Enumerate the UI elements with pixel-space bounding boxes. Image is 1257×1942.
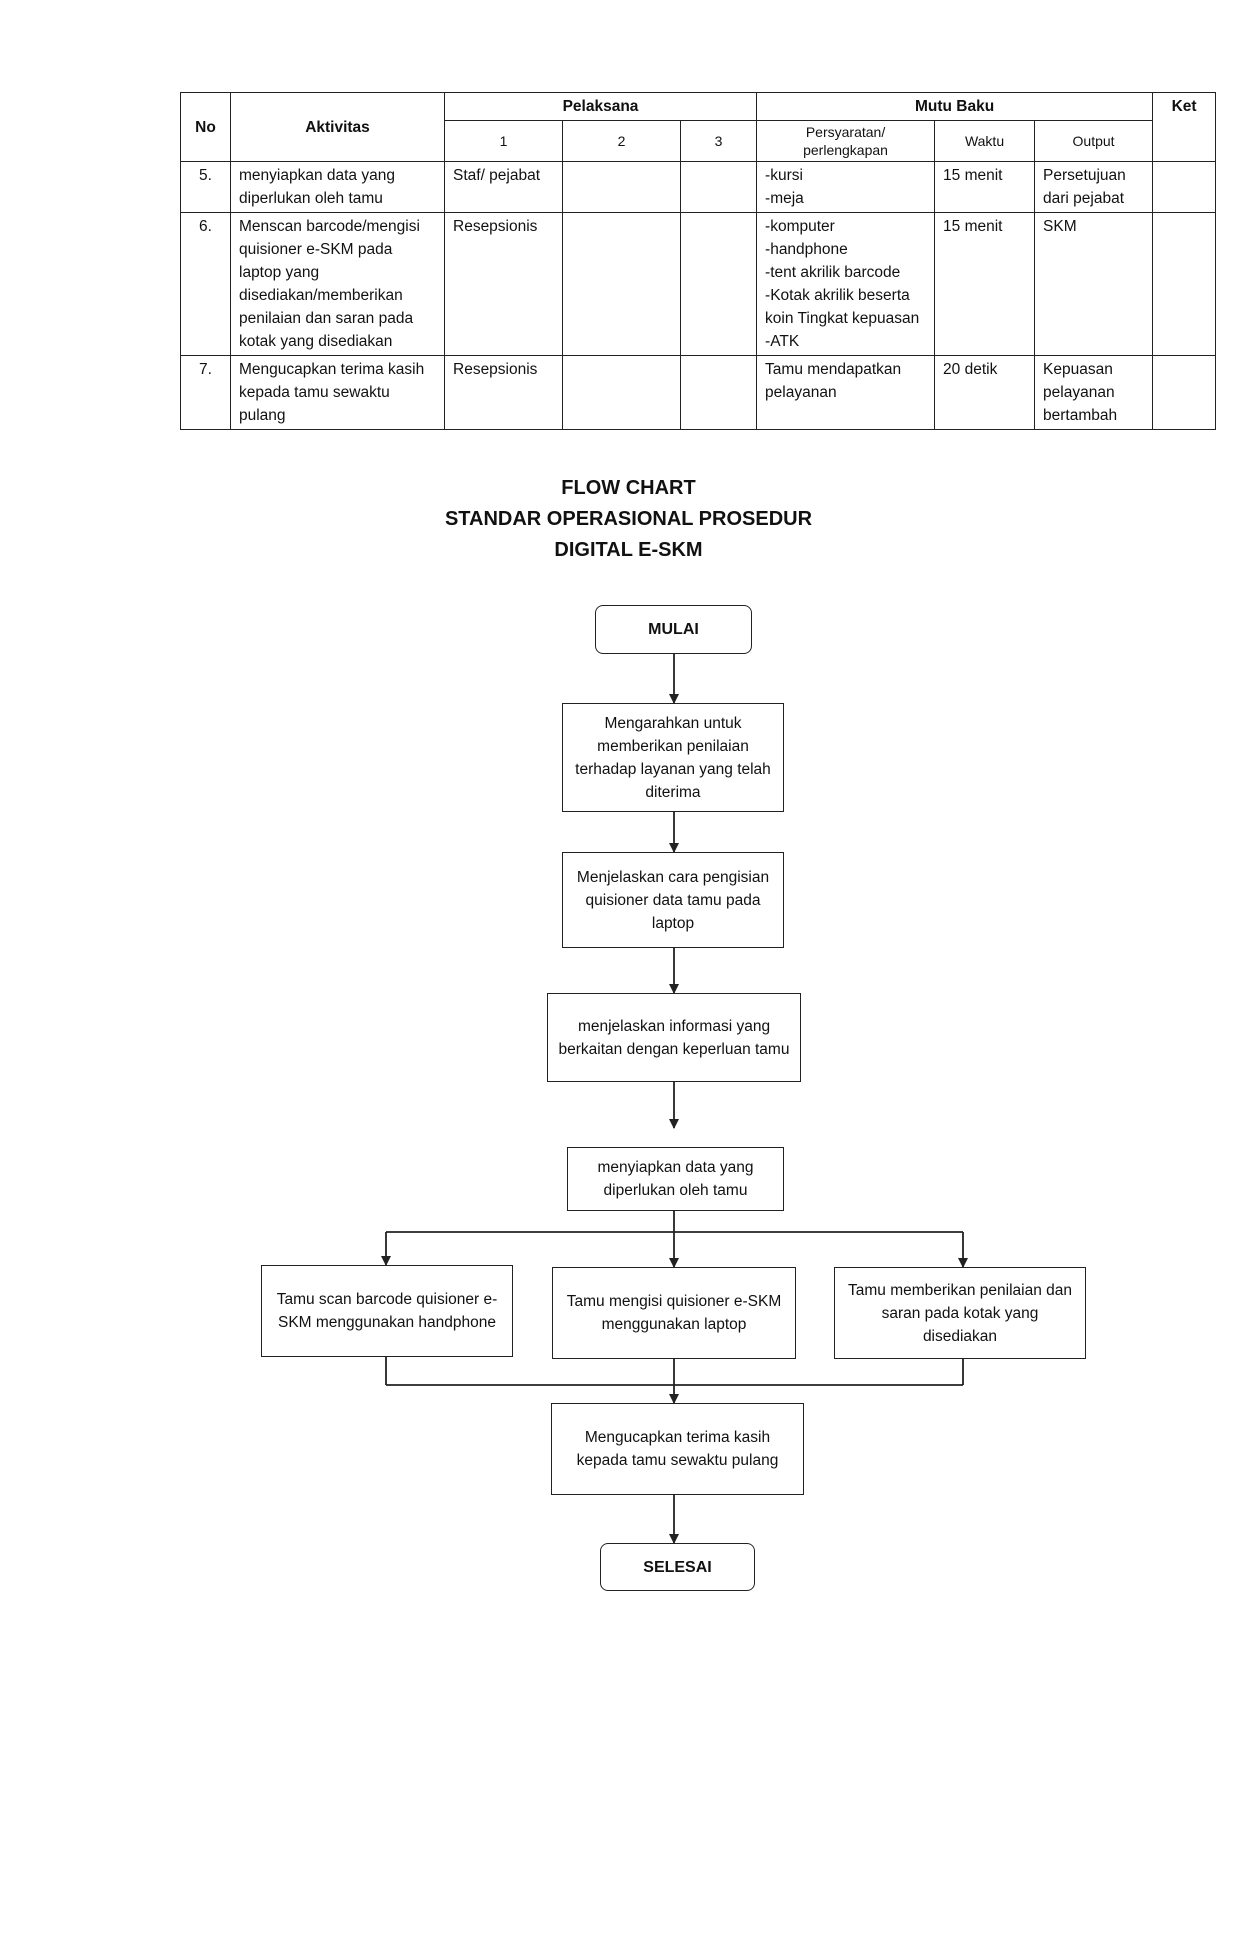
header-no: No xyxy=(180,92,231,162)
flowchart-subtitle: STANDAR OPERASIONAL PROSEDUR xyxy=(444,508,813,530)
table-row: 7. Mengucapkan terima kasih kepada tamu … xyxy=(180,355,1217,430)
cell-persyaratan: -kursi -meja xyxy=(756,161,936,213)
cell-aktivitas: menyiapkan data yang diperlukan oleh tam… xyxy=(230,161,445,213)
cell-ket xyxy=(1152,161,1217,213)
cell-persyaratan: -komputer -handphone -tent akrilik barco… xyxy=(756,212,936,356)
flowchart-step-5: Mengucapkan terima kasih kepada tamu sew… xyxy=(551,1403,804,1495)
cell-pelaksana-3 xyxy=(679,161,758,213)
flowchart-step-2: Menjelaskan cara pengisian quisioner dat… xyxy=(562,852,784,948)
flowchart-branch-right: Tamu memberikan penilaian dan saran pada… xyxy=(834,1267,1086,1359)
flowchart-start-node: MULAI xyxy=(595,605,752,654)
cell-pelaksana-3 xyxy=(679,212,758,356)
cell-no: 7. xyxy=(180,355,231,430)
sop-table: No Aktivitas Pelaksana Mutu Baku Ket 1 2… xyxy=(180,92,1217,430)
cell-waktu: 20 detik xyxy=(934,355,1036,430)
cell-output: Persetujuan dari pejabat xyxy=(1034,161,1154,213)
flowchart-end-node: SELESAI xyxy=(600,1543,755,1591)
header-ket: Ket xyxy=(1152,92,1217,162)
cell-ket xyxy=(1152,355,1217,430)
cell-pelaksana-1: Staf/ pejabat xyxy=(444,161,563,213)
cell-pelaksana-1: Resepsionis xyxy=(444,355,563,430)
header-waktu: Waktu xyxy=(934,120,1036,162)
flowchart-branch-left: Tamu scan barcode quisioner e-SKM menggu… xyxy=(261,1265,513,1357)
flowchart-title: FLOW CHART xyxy=(561,477,696,499)
cell-aktivitas: Menscan barcode/mengisi quisioner e-SKM … xyxy=(230,212,445,356)
flowchart-step-3: menjelaskan informasi yang berkaitan den… xyxy=(547,993,801,1082)
cell-output: Kepuasan pelayanan bertambah xyxy=(1034,355,1154,430)
cell-pelaksana-2 xyxy=(562,355,681,430)
cell-no: 6. xyxy=(180,212,231,356)
cell-persyaratan: Tamu mendapatkan pelayanan xyxy=(756,355,936,430)
flowchart-step-1: Mengarahkan untuk memberikan penilaian t… xyxy=(562,703,784,812)
header-output: Output xyxy=(1034,120,1154,162)
header-pelaksana-2: 2 xyxy=(562,120,681,162)
table-row: 5. menyiapkan data yang diperlukan oleh … xyxy=(180,161,1217,213)
flowchart-step-4: menyiapkan data yang diperlukan oleh tam… xyxy=(567,1147,784,1211)
cell-pelaksana-3 xyxy=(679,355,758,430)
cell-output: SKM xyxy=(1034,212,1154,356)
cell-pelaksana-2 xyxy=(562,212,681,356)
flowchart-branch-center: Tamu mengisi quisioner e-SKM menggunakan… xyxy=(552,1267,796,1359)
table-header-row: No Aktivitas Pelaksana Mutu Baku Ket xyxy=(180,92,1217,162)
flowchart-subtitle-2: DIGITAL E-SKM xyxy=(554,539,703,561)
header-mutu-baku: Mutu Baku xyxy=(756,92,1154,121)
header-aktivitas: Aktivitas xyxy=(230,92,445,162)
cell-aktivitas: Mengucapkan terima kasih kepada tamu sew… xyxy=(230,355,445,430)
header-pelaksana-3: 3 xyxy=(679,120,758,162)
